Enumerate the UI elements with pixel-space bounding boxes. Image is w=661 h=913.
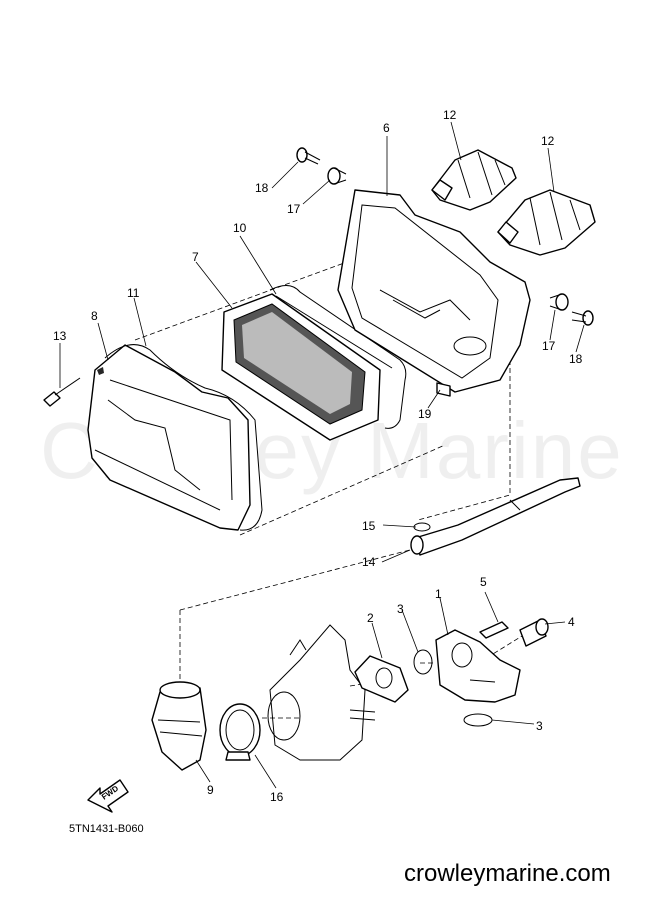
callout-3-lower: 3 [536,719,543,733]
callout-18-right: 18 [569,352,583,366]
callout-10: 10 [233,221,247,235]
site-url: crowleymarine.com [404,860,611,887]
air-box-upper-case [337,189,531,393]
bolt-5 [479,621,509,639]
callout-1: 1 [435,587,442,601]
insulator-2 [354,655,409,703]
callout-17-left: 17 [287,202,301,216]
air-filter-element [221,293,381,441]
intake-joint [151,681,207,771]
callout-4: 4 [568,615,575,629]
collar-17-right [549,293,569,311]
callout-8: 8 [91,309,98,323]
air-box-lower-case [87,344,251,531]
callout-12-upper: 12 [443,108,457,122]
callout-9: 9 [207,783,214,797]
callout-17-right: 17 [542,339,556,353]
callout-11: 11 [127,286,140,300]
leader-lines [59,121,585,789]
bolt-13 [43,377,81,407]
bolt-18-right [571,310,594,326]
forward-arrow-icon: FWD [87,779,129,813]
callout-2: 2 [367,611,374,625]
callout-18-left: 18 [255,181,269,195]
socket-bolt-4 [519,618,549,647]
callout-15: 15 [362,519,376,533]
o-ring-3-upper [413,649,433,675]
carburetor-outline [267,624,376,761]
bolt-18-left [296,147,321,165]
clamp-16 [219,703,261,761]
callout-5: 5 [480,575,487,589]
clip-19 [436,382,451,397]
breather-hose [410,477,581,556]
callout-13: 13 [53,329,67,343]
callout-12-lower: 12 [541,134,555,148]
rubber-joint-lower [497,189,596,256]
callout-19: 19 [418,407,432,421]
callout-3-upper: 3 [397,602,404,616]
callout-14: 14 [362,555,376,569]
seal-ring [104,344,263,531]
collar-17-left [327,167,347,185]
intake-manifold-1 [435,629,521,703]
hose-clip-15 [413,522,431,532]
callout-labels: 6 12 12 18 17 10 7 11 8 13 17 18 19 15 1… [53,108,583,804]
callout-7: 7 [192,250,199,264]
drawing-code: 5TN1431-B060 [69,823,144,835]
callout-16: 16 [270,790,284,804]
o-ring-3-lower [463,713,493,727]
filter-gasket [269,285,407,429]
callout-6: 6 [383,121,390,135]
rubber-joint-upper [431,149,517,211]
